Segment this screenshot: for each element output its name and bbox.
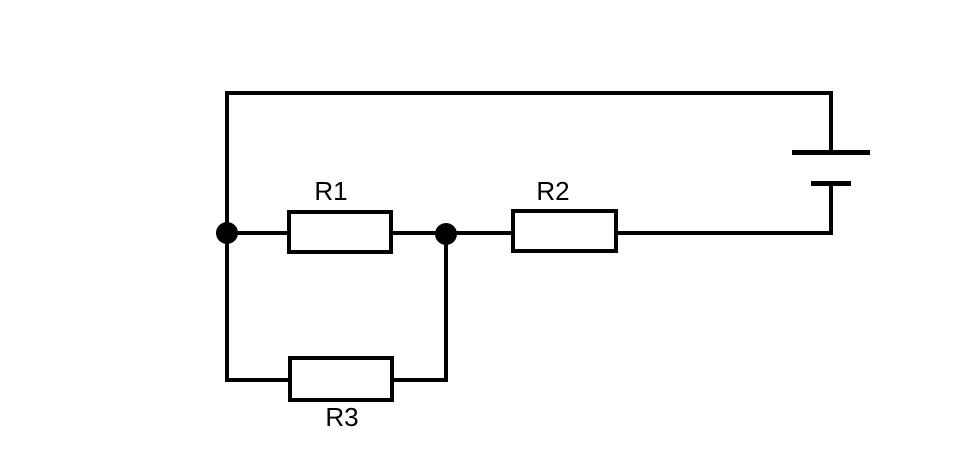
junction-dot-middle [435,223,457,245]
wire-junction2-to-r2 [446,231,513,235]
resistor-r3-symbol [288,356,394,402]
junction-dot-left [216,222,238,244]
resistor-r2-symbol [511,209,618,253]
wire-top [225,91,833,95]
resistor-r2-label: R2 [536,176,570,206]
wire-r2-to-battery [616,231,833,235]
wire-r1-to-junction2 [391,231,448,235]
wire-junction1-to-r1 [227,231,291,235]
wire-battery-bottom-vertical [829,184,833,235]
resistor-r1-label: R1 [314,176,348,206]
battery-long-plate-icon [792,150,870,155]
resistor-r1-symbol [287,210,393,254]
wire-r3-left [225,378,292,382]
wire-r3-right [391,378,448,382]
wire-junction2-to-r3 [444,233,448,380]
battery-short-plate-icon [811,181,851,186]
wire-battery-top-vertical [829,91,833,152]
resistor-r3-label: R3 [325,402,359,432]
